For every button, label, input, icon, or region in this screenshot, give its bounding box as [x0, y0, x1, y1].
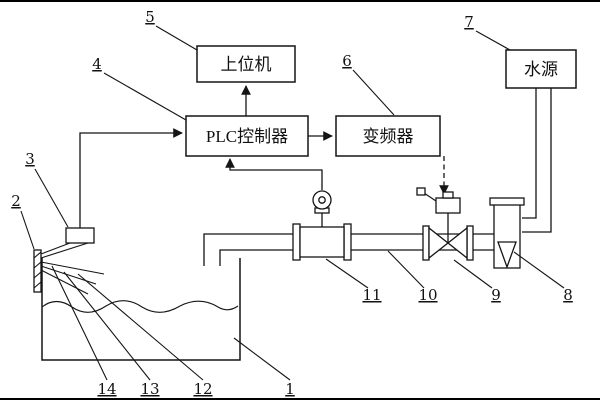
leader-line-9: [453, 259, 493, 289]
filter-device: [489, 197, 525, 269]
inverter-box: [335, 115, 441, 157]
ref-number-1: 1: [285, 380, 295, 398]
flowmeter-right-flange: [343, 223, 352, 261]
level-sensor-to-plc-line: [79, 128, 183, 228]
ref-number-3: 3: [25, 150, 35, 168]
flowmeter-body: [299, 226, 345, 258]
control-boxes: 上位机 PLC控制器 变频器 水源: [185, 45, 577, 157]
main-pipe: [203, 233, 497, 266]
control-valve: [416, 187, 474, 261]
valve-right-flange: [466, 225, 474, 261]
leader-line-8: [513, 251, 565, 289]
leader-line-12: [77, 273, 204, 381]
flowmeter-to-plc-line: [225, 158, 323, 190]
leader-line-7: [475, 30, 511, 51]
probe-line-2: [40, 265, 97, 285]
actuator-lever-knob: [416, 187, 426, 196]
plc-controller-label: PLC控制器: [206, 127, 288, 146]
ref-number-10: 10: [418, 286, 437, 304]
leader-line-5: [155, 25, 198, 51]
water-source-pipe-line-2: [522, 88, 552, 233]
ref-number-6: 6: [342, 52, 352, 70]
leader-line-14: [51, 265, 108, 381]
plate-hatch-3: [33, 271, 42, 279]
mounting-plate: [33, 249, 42, 293]
water-tank: [41, 258, 241, 361]
plc-controller-box: [185, 115, 309, 157]
probe-line-3: [40, 269, 89, 295]
actuator-nub: [442, 191, 454, 199]
flowmeter-left-flange: [292, 223, 301, 261]
leader-lines: [20, 25, 565, 381]
reference-numbers: 5 4 6 7 3 2 14 13 12 1 11 10 9 8: [11, 8, 573, 398]
ref-number-11: 11: [362, 286, 381, 304]
sensor-arm-2: [40, 242, 89, 259]
signal-lines: [79, 85, 552, 233]
leader-line-1: [233, 337, 291, 381]
ref-number-12: 12: [193, 380, 212, 398]
host-computer-label: 上位机: [221, 55, 272, 74]
water-source-label: 水源: [524, 60, 558, 79]
ref-number-14: 14: [97, 380, 116, 398]
valve-actuator: [435, 197, 461, 214]
filter-funnel-icon: [497, 241, 517, 269]
pipe-top-line: [203, 233, 497, 266]
level-sensor-box: [65, 227, 95, 244]
ref-number-5: 5: [145, 8, 155, 26]
leader-line-13: [63, 271, 151, 381]
leader-line-4: [103, 72, 187, 121]
tank-outline: [41, 258, 241, 361]
sensor-arm-1: [40, 242, 71, 255]
pipe-bottom-line: [219, 249, 497, 266]
plate-hatch-4: [33, 281, 42, 289]
inverter-label: 变频器: [363, 127, 414, 146]
leader-line-10: [387, 250, 425, 289]
plate-hatch-2: [33, 261, 42, 269]
leader-line-2: [20, 210, 35, 250]
level-sensor-assembly: [33, 227, 105, 295]
ref-number-13: 13: [140, 380, 159, 398]
leader-line-11: [325, 258, 369, 289]
gauge-dial-center: [318, 196, 326, 204]
probe-line-1: [40, 261, 105, 275]
actuator-lever: [423, 192, 437, 202]
ref-number-9: 9: [491, 286, 501, 304]
plate-hatch-1: [33, 251, 42, 259]
valve-left-flange: [422, 225, 430, 261]
ref-number-2: 2: [11, 192, 21, 210]
ref-number-7: 7: [464, 13, 474, 31]
ref-number-4: 4: [92, 55, 102, 73]
flowmeter: [292, 190, 352, 261]
host-computer-box: [196, 45, 296, 83]
ref-number-8: 8: [563, 286, 573, 304]
water-source-pipe-line-1: [522, 88, 537, 219]
filter-top-cap: [489, 197, 525, 206]
leader-line-6: [352, 69, 395, 116]
water-source-box: [505, 49, 577, 89]
leader-line-3: [34, 168, 69, 228]
